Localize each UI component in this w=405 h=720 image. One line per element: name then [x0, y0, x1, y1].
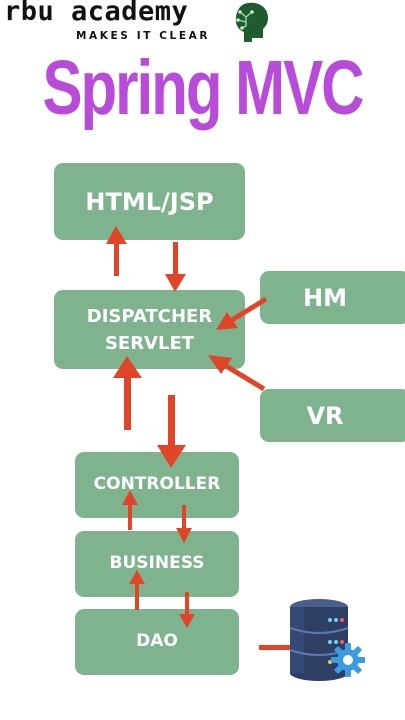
- database-server-gear-icon: [289, 599, 365, 681]
- arrow-html-to-dispatcher: [165, 242, 186, 292]
- dispatcher-servlet-label: DISPATCHER SERVLET: [86, 305, 213, 354]
- business-box: BUSINESS: [75, 531, 239, 597]
- logo-tagline: MAKES IT CLEAR: [76, 30, 211, 42]
- business-label: BUSINESS: [109, 553, 205, 574]
- logo: rbu academy MAKES IT CLEAR: [0, 0, 280, 46]
- tree-circuit-head-icon: [235, 2, 268, 42]
- logo-name: rbu academy: [4, 0, 189, 27]
- dispatcher-servlet-box: DISPATCHER SERVLET: [54, 290, 245, 369]
- dao-box: DAO: [75, 609, 239, 675]
- dao-label: DAO: [136, 631, 178, 652]
- view-resolver-label: VR: [306, 401, 344, 430]
- view-resolver-box: VR: [260, 389, 405, 442]
- controller-label: CONTROLLER: [93, 474, 221, 495]
- arrow-vr-to-dispatcher: [224, 363, 266, 392]
- controller-box: CONTROLLER: [75, 452, 239, 518]
- handler-mapping-box: HM: [260, 271, 405, 324]
- page-title: Spring MVC: [42, 44, 365, 131]
- html-jsp-label: HTML/JSP: [85, 187, 214, 216]
- handler-mapping-label: HM: [303, 283, 347, 312]
- html-jsp-box: HTML/JSP: [54, 163, 245, 240]
